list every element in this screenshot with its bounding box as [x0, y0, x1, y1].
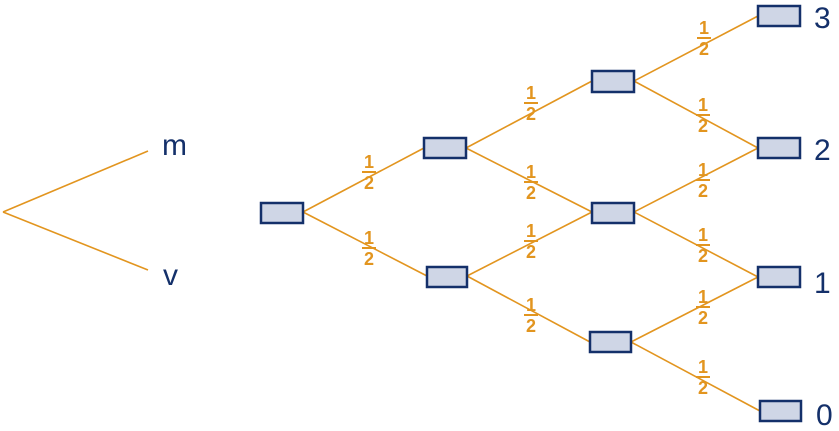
fraction-denominator: 2	[364, 173, 374, 193]
node	[422, 136, 468, 160]
fraction-numerator: 1	[698, 225, 708, 245]
fraction-denominator: 2	[698, 378, 708, 398]
edge	[630, 341, 761, 412]
tree-edges	[302, 15, 761, 412]
edge	[302, 147, 425, 213]
fraction-numerator: 1	[364, 152, 374, 172]
legend-lower-label: v	[163, 259, 178, 292]
probability-fraction: 12	[696, 287, 710, 328]
probability-fraction: 12	[524, 221, 538, 262]
probability-fraction: 12	[696, 357, 710, 398]
fraction-denominator: 2	[698, 116, 708, 136]
fraction-numerator: 1	[698, 95, 708, 115]
tree-nodes	[259, 4, 803, 423]
leaf-node	[758, 399, 803, 423]
edge	[630, 276, 759, 343]
legend-upper-label: m	[162, 129, 187, 162]
legend-upper-branch	[2, 150, 149, 213]
leaf-node	[756, 136, 802, 160]
edge	[466, 275, 591, 343]
node	[425, 265, 469, 289]
fraction-numerator: 1	[698, 287, 708, 307]
probability-fraction: 12	[697, 18, 711, 59]
probability-fraction: 12	[524, 83, 538, 124]
legend: m v	[2, 129, 187, 292]
outcome-label: 0	[816, 399, 833, 431]
probability-fraction: 12	[524, 162, 538, 203]
outcome-label: 3	[814, 2, 831, 35]
edge	[302, 211, 428, 277]
outcome-labels: 3 2 1 0	[814, 2, 833, 431]
fraction-denominator: 2	[699, 39, 709, 59]
fraction-denominator: 2	[526, 242, 536, 262]
fraction-denominator: 2	[698, 181, 708, 201]
fraction-numerator: 1	[364, 228, 374, 248]
outcome-label: 2	[814, 134, 831, 167]
fraction-numerator: 1	[526, 221, 536, 241]
fraction-numerator: 1	[698, 357, 708, 377]
probability-fraction: 12	[696, 225, 710, 266]
edge	[466, 211, 593, 277]
fraction-numerator: 1	[526, 83, 536, 103]
fraction-numerator: 1	[526, 162, 536, 182]
node	[588, 330, 633, 354]
probability-fraction: 12	[524, 295, 538, 336]
root-node	[259, 201, 305, 225]
fraction-denominator: 2	[698, 308, 708, 328]
node	[590, 201, 636, 225]
leaf-node	[756, 265, 802, 289]
edge	[633, 15, 759, 82]
legend-lower-branch	[2, 211, 149, 271]
fraction-denominator: 2	[364, 249, 374, 269]
fraction-denominator: 2	[526, 104, 536, 124]
fraction-numerator: 1	[698, 160, 708, 180]
probability-fraction: 12	[696, 160, 710, 201]
node	[590, 69, 636, 94]
probability-fraction: 12	[362, 152, 376, 193]
fraction-denominator: 2	[526, 316, 536, 336]
edge	[465, 80, 593, 149]
leaf-node	[756, 4, 802, 28]
probability-fraction: 12	[696, 95, 710, 136]
fraction-numerator: 1	[699, 18, 709, 38]
fraction-numerator: 1	[526, 295, 536, 315]
fraction-denominator: 2	[698, 246, 708, 266]
edge	[465, 147, 593, 213]
probability-fraction: 12	[362, 228, 376, 269]
outcome-label: 1	[814, 267, 831, 300]
fraction-denominator: 2	[526, 183, 536, 203]
